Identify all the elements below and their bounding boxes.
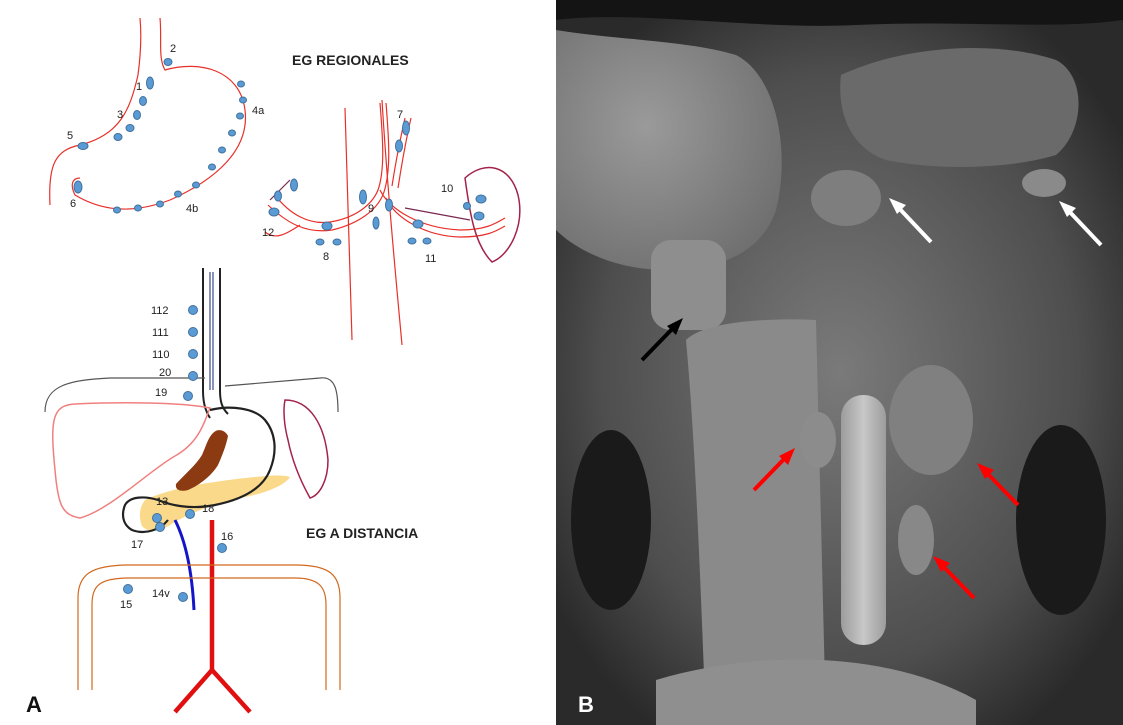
label-19: 19 (155, 387, 167, 399)
node-11a (413, 220, 423, 228)
node-ct-2 (889, 365, 973, 475)
label-4a: 4a (252, 105, 265, 117)
label-8: 8 (323, 251, 329, 263)
node-112 (189, 306, 198, 315)
label-4b: 4b (186, 203, 198, 215)
panel-a-diagram: 1 2 3 4a 4b 5 6 EG REGIONALES (0, 0, 557, 725)
node-1 (147, 77, 154, 89)
node-7a (403, 121, 410, 135)
label-6: 6 (70, 198, 76, 210)
node-4a-6 (209, 164, 216, 170)
node-4a-2 (240, 97, 247, 103)
label-17: 17 (131, 539, 143, 551)
node-12c (269, 208, 279, 216)
label-111: 111 (152, 327, 169, 339)
node-4b-2 (175, 191, 182, 197)
celiac-vessels (265, 100, 505, 345)
stomach-labels: 1 2 3 4a 4b 5 6 (67, 43, 265, 215)
nodal-mass-ct (811, 170, 881, 226)
node-4b-3 (157, 201, 164, 207)
node-18 (186, 510, 195, 519)
label-110: 110 (152, 349, 170, 361)
node-5 (78, 143, 88, 150)
node-110 (189, 350, 198, 359)
panel-a-letter: A (26, 692, 42, 717)
node-11c (423, 238, 431, 244)
label-13: 13 (156, 496, 168, 508)
stomach-ct (840, 48, 1078, 167)
node-8b (316, 239, 324, 245)
node-12b (275, 191, 282, 201)
node-12a (291, 179, 298, 191)
node-19 (184, 392, 193, 401)
pancreas-head-ct (651, 240, 726, 330)
label-15: 15 (120, 599, 132, 611)
panel-b-letter: B (578, 692, 594, 717)
regional-heading: EG REGIONALES (292, 52, 409, 68)
spleen-upper (465, 168, 520, 262)
node-7b (396, 140, 403, 152)
node-10a (476, 195, 486, 203)
label-11: 11 (425, 253, 436, 265)
node-3b (134, 111, 141, 120)
panel-b-ct-scan: B (556, 0, 1123, 725)
node-20 (189, 372, 198, 381)
node-4b-1 (193, 182, 200, 188)
node-10c (474, 212, 484, 220)
label-18: 18 (202, 503, 214, 515)
label-10: 10 (441, 183, 453, 195)
node-10b (464, 203, 471, 210)
node-111 (189, 328, 198, 337)
node-4a-5 (219, 147, 226, 153)
stomach-outline (50, 18, 246, 209)
node-ct-3 (898, 505, 934, 575)
label-14v: 14v (152, 588, 170, 600)
stomach-nodes (74, 59, 247, 214)
node-4b-5 (114, 207, 121, 213)
node-2 (164, 59, 172, 66)
node-8a (322, 222, 332, 230)
node-4a-3 (237, 113, 244, 119)
node-3d (114, 134, 122, 141)
label-2: 2 (170, 43, 176, 55)
kidney-left-dark (571, 430, 651, 610)
label-7: 7 (397, 109, 403, 121)
node-17 (156, 523, 165, 532)
node-4a-4 (229, 130, 236, 136)
node-16 (218, 544, 227, 553)
label-12: 12 (262, 227, 274, 239)
spleen-lower (284, 400, 328, 498)
label-5: 5 (67, 130, 73, 142)
node-4a-1 (238, 81, 245, 87)
label-16: 16 (221, 531, 233, 543)
node-4b-4 (135, 205, 142, 211)
node-9b (386, 199, 393, 211)
node-15 (124, 585, 133, 594)
node-13 (153, 514, 162, 523)
ct-coronal-image: B (556, 0, 1123, 725)
node-ct-1 (800, 412, 836, 468)
node-8c (333, 239, 341, 245)
label-3: 3 (117, 109, 123, 121)
aorta-ct (841, 395, 886, 645)
node-9c (373, 217, 379, 229)
node-ct-right (1022, 169, 1066, 197)
node-14v (179, 593, 188, 602)
esophagus (203, 268, 228, 418)
distant-heading: EG A DISTANCIA (306, 525, 418, 541)
label-1: 1 (136, 81, 142, 93)
liver-ct (556, 30, 782, 270)
label-20: 20 (159, 367, 171, 379)
node-3c (126, 125, 134, 132)
node-3a (140, 97, 147, 106)
lymph-node-diagram: 1 2 3 4a 4b 5 6 EG REGIONALES (0, 0, 556, 725)
node-11b (408, 238, 416, 244)
celiac-nodes (269, 121, 486, 245)
label-9: 9 (368, 203, 374, 215)
label-112: 112 (151, 305, 169, 317)
kidney-right-dark (1016, 425, 1106, 615)
node-6 (74, 181, 82, 193)
node-9a (360, 190, 367, 204)
